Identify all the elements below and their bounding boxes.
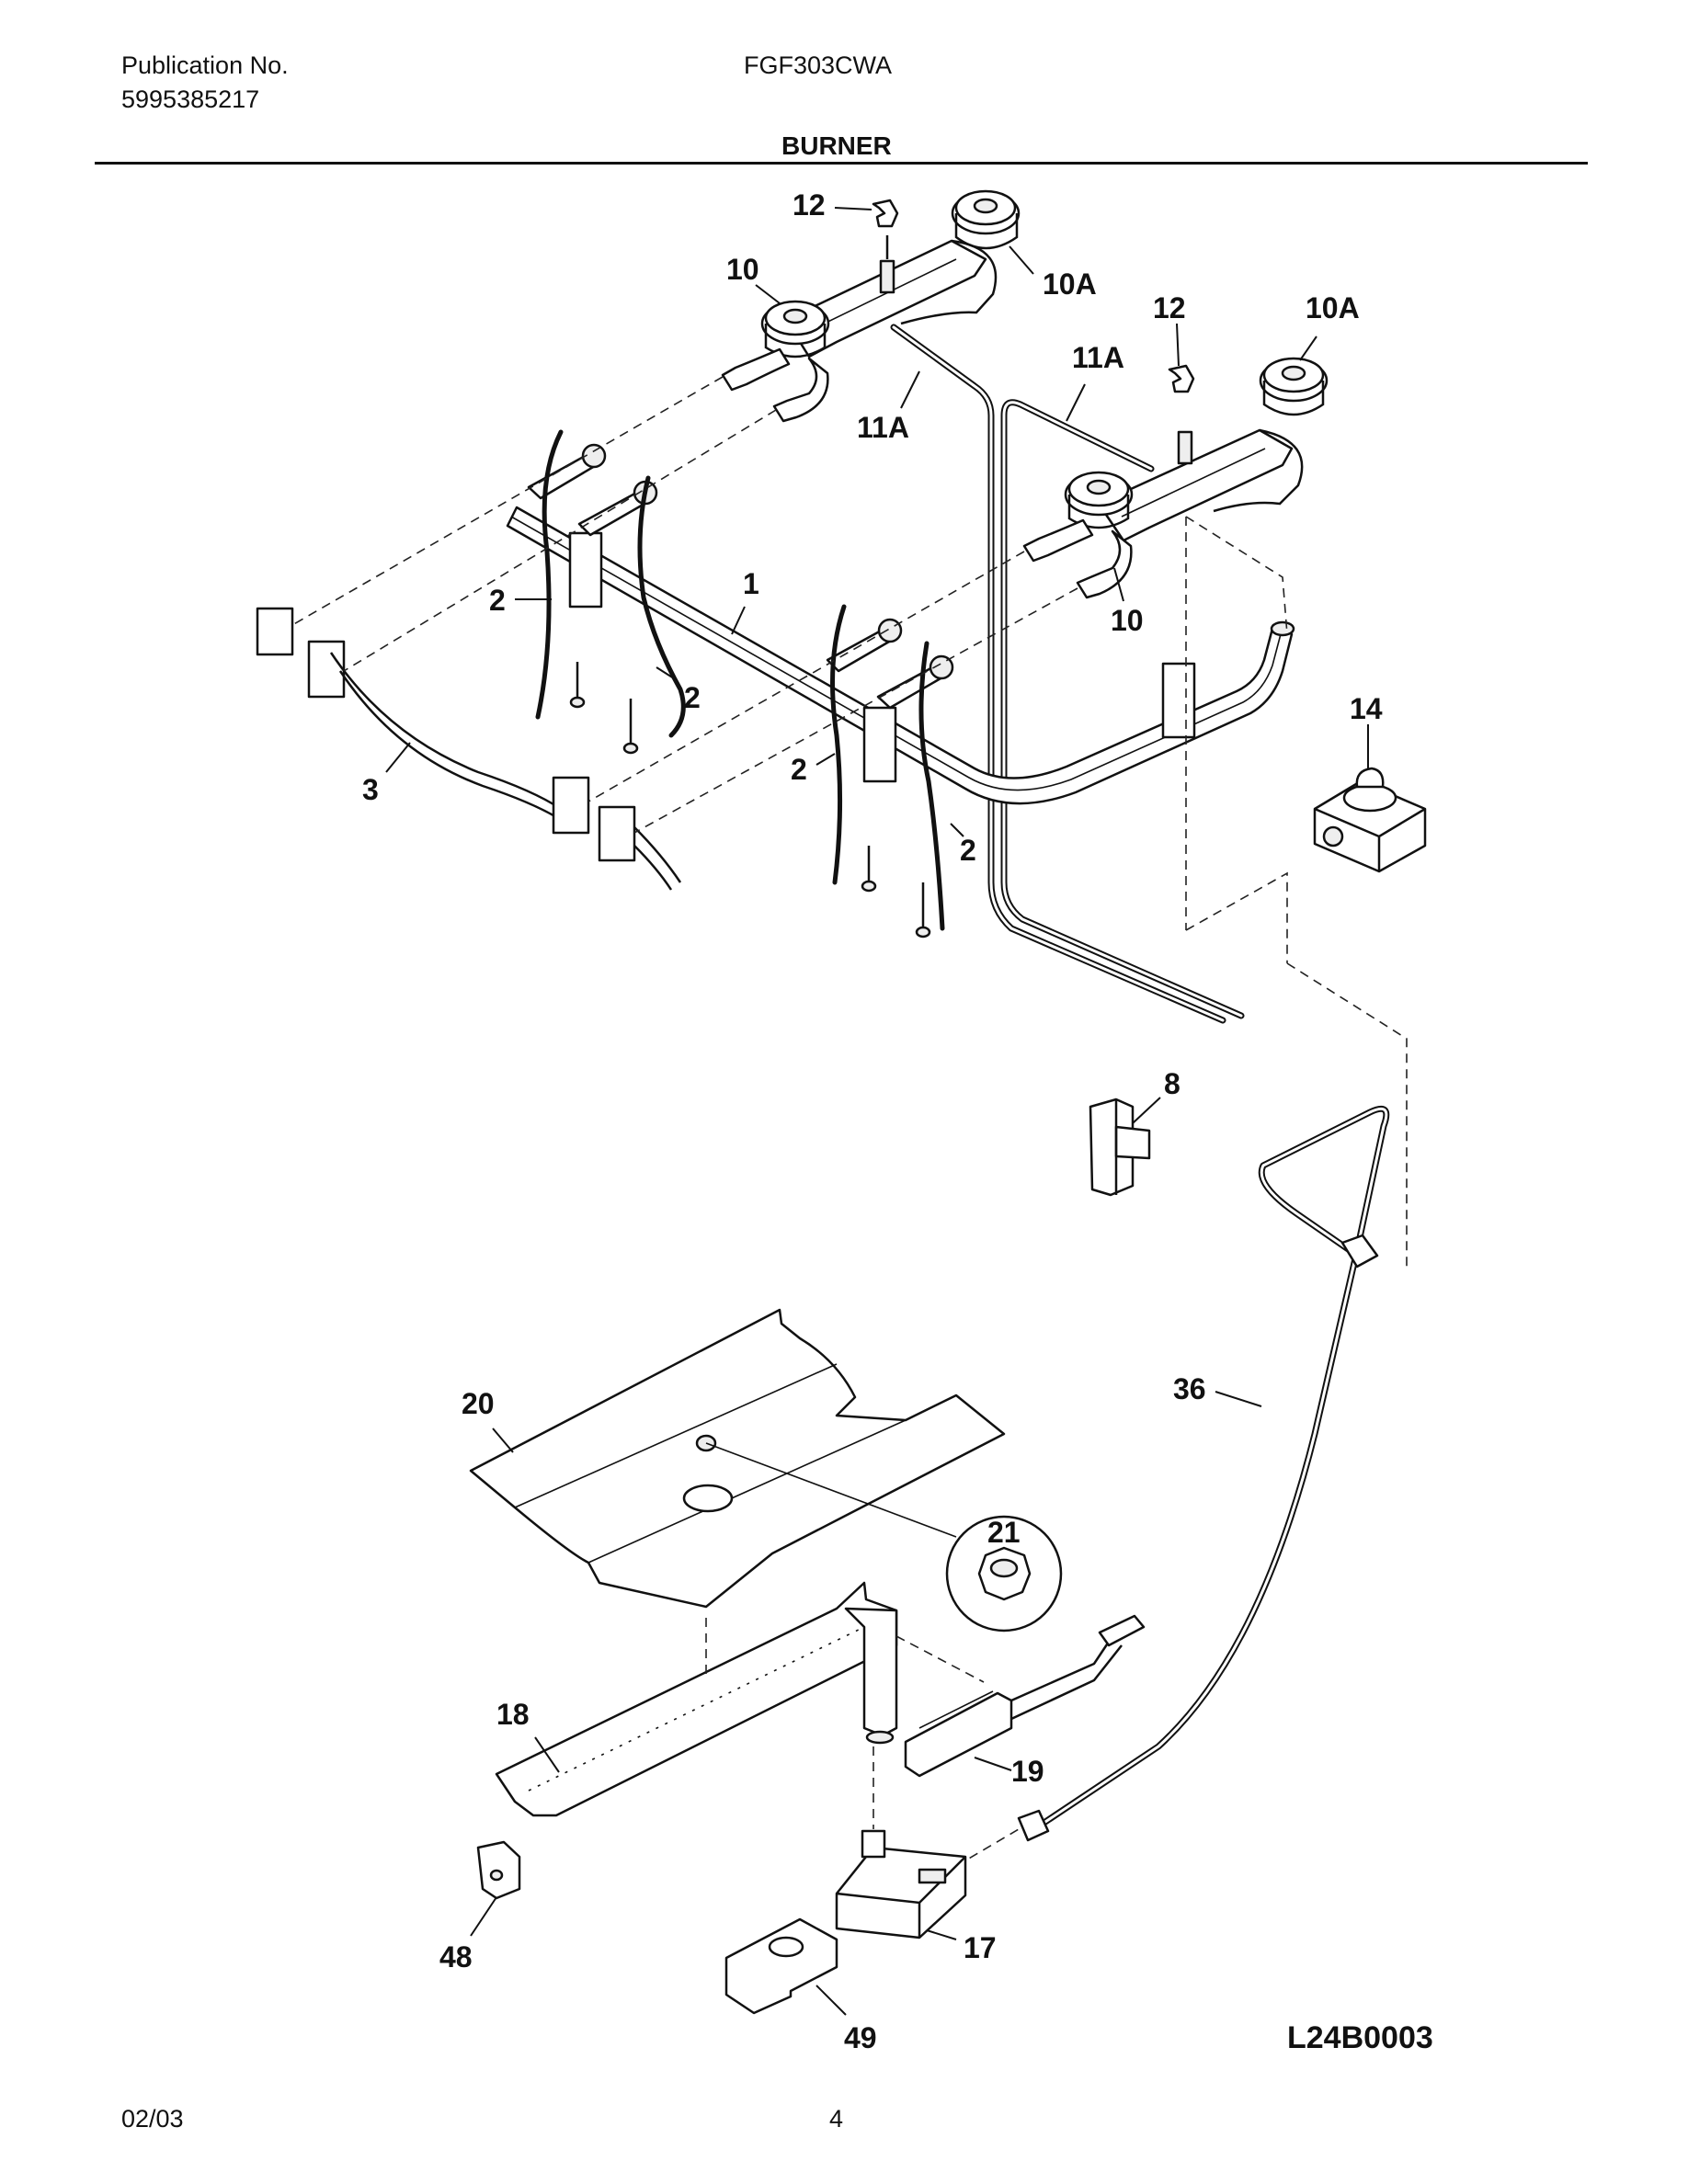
page-number: 4 xyxy=(829,2105,844,2133)
callout-36: 36 xyxy=(1173,1372,1206,1405)
callout-10a: 10A xyxy=(1306,291,1360,324)
bracket-12-right xyxy=(1168,364,1195,393)
burner-pair-left xyxy=(721,189,1021,423)
publication-label: Publication No. xyxy=(121,51,289,79)
burner-pair-right xyxy=(1022,357,1329,599)
callout-10a: 10A xyxy=(1043,267,1097,301)
callout-21: 21 xyxy=(987,1516,1021,1549)
callout-1: 1 xyxy=(743,567,759,600)
callout-2: 2 xyxy=(791,753,807,786)
pressure-regulator-14 xyxy=(1313,767,1427,873)
bracket-49 xyxy=(724,1917,838,2015)
callout-48: 48 xyxy=(439,1940,473,1974)
callout-12: 12 xyxy=(1153,291,1186,324)
diagram-code: L24B0003 xyxy=(1287,2020,1433,2055)
callout-3: 3 xyxy=(362,773,379,806)
gas-tubing-11a xyxy=(890,324,1245,1024)
bracket-48 xyxy=(476,1840,521,1900)
callout-12: 12 xyxy=(793,188,826,222)
gas-line-36 xyxy=(1017,1105,1390,1842)
burner-baffle-20 xyxy=(469,1308,1006,1609)
leader-lines xyxy=(385,207,1369,2016)
callout-8: 8 xyxy=(1164,1067,1180,1100)
callout-19: 19 xyxy=(1011,1755,1044,1788)
callout-2: 2 xyxy=(489,584,506,617)
spark-electrodes-2 xyxy=(527,429,954,938)
publication-number: 5995385217 xyxy=(121,85,260,113)
section-title: BURNER xyxy=(781,131,892,160)
wire-harness-3 xyxy=(256,607,682,891)
manifold-pipe xyxy=(506,506,1295,805)
callout-49: 49 xyxy=(844,2021,877,2054)
callout-17: 17 xyxy=(964,1931,997,1964)
callout-10: 10 xyxy=(1111,604,1144,637)
callout-14: 14 xyxy=(1350,692,1383,725)
header-rule xyxy=(95,162,1588,165)
bracket-12-left xyxy=(872,199,899,228)
footer-date: 02/03 xyxy=(121,2105,184,2133)
callout-11a: 11A xyxy=(857,411,909,444)
callout-20: 20 xyxy=(462,1387,495,1420)
callout-2: 2 xyxy=(684,681,701,714)
spark-module-8 xyxy=(1089,1098,1151,1197)
oven-valve-17 xyxy=(835,1829,967,1939)
nut-21 xyxy=(945,1515,1063,1632)
callout-10: 10 xyxy=(726,253,759,286)
callout-2: 2 xyxy=(960,834,976,867)
model-number: FGF303CWA xyxy=(744,51,893,79)
callout-18: 18 xyxy=(496,1698,530,1731)
igniter-19 xyxy=(904,1614,1146,1778)
oven-burner-18 xyxy=(495,1581,898,1817)
callout-11a: 11A xyxy=(1072,341,1124,374)
